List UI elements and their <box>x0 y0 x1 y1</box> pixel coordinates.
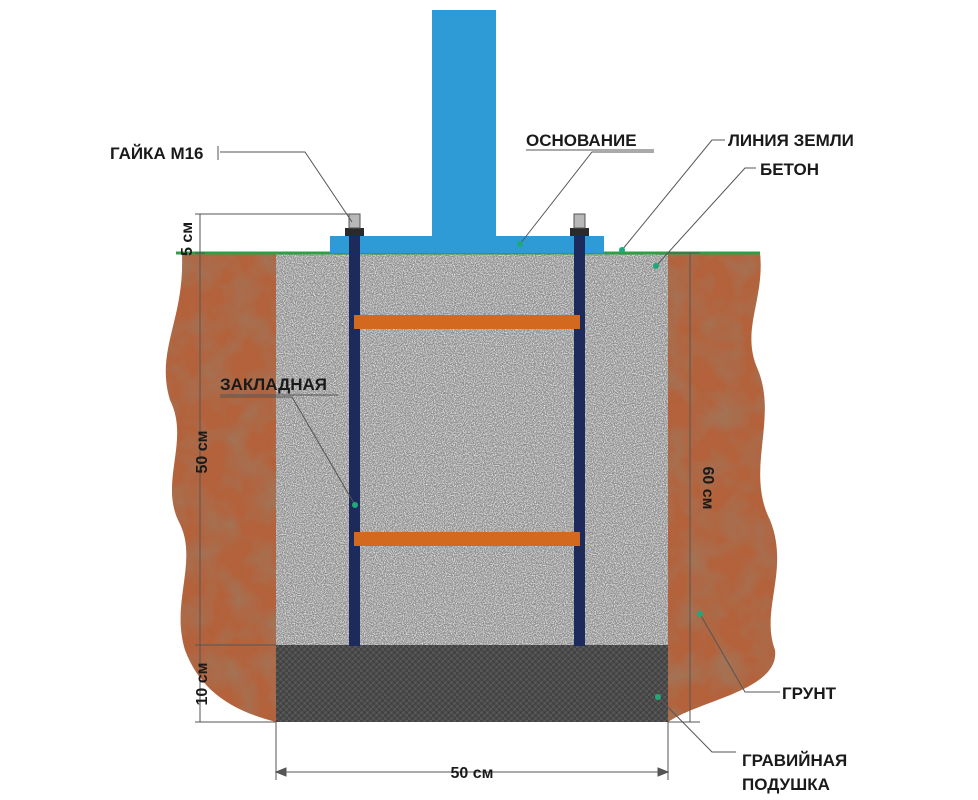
base-plate <box>330 236 604 253</box>
anchor-rod-right <box>574 226 585 646</box>
label-embed: ЗАКЛАДНАЯ <box>220 375 327 394</box>
bolt-tip-right <box>573 213 586 229</box>
label-ground-line: ЛИНИЯ ЗЕМЛИ <box>728 131 854 150</box>
dim-top-5cm: 5 см <box>179 222 196 256</box>
nut-left <box>345 228 364 236</box>
label-gravel-2: ПОДУШКА <box>742 775 830 794</box>
leader-dots <box>352 241 703 700</box>
label-nut: ГАЙКА М16 <box>110 144 204 163</box>
label-concrete: БЕТОН <box>760 160 819 179</box>
gravel-cushion <box>276 645 668 722</box>
dim-width-50cm: 50 см <box>451 765 494 782</box>
steel-post <box>432 10 496 238</box>
crossbar-top <box>354 315 580 329</box>
right-dimension <box>668 252 700 723</box>
nut-right <box>570 228 589 236</box>
left-dimensions <box>195 213 350 723</box>
dim-concrete-50cm: 50 см <box>194 431 211 474</box>
label-gravel-1: ГРАВИЙНАЯ <box>742 751 847 770</box>
concrete-block <box>276 253 668 645</box>
leader-lines <box>217 139 780 753</box>
dim-gravel-10cm: 10 см <box>194 663 211 706</box>
anchor-rod-left <box>349 226 360 646</box>
label-base: ОСНОВАНИЕ <box>526 131 637 150</box>
dim-depth-60cm: 60 см <box>699 467 716 510</box>
bottom-dimension <box>274 722 670 780</box>
bolt-tip-left <box>348 213 361 229</box>
label-soil: ГРУНТ <box>782 684 837 703</box>
crossbar-bottom <box>354 532 580 546</box>
